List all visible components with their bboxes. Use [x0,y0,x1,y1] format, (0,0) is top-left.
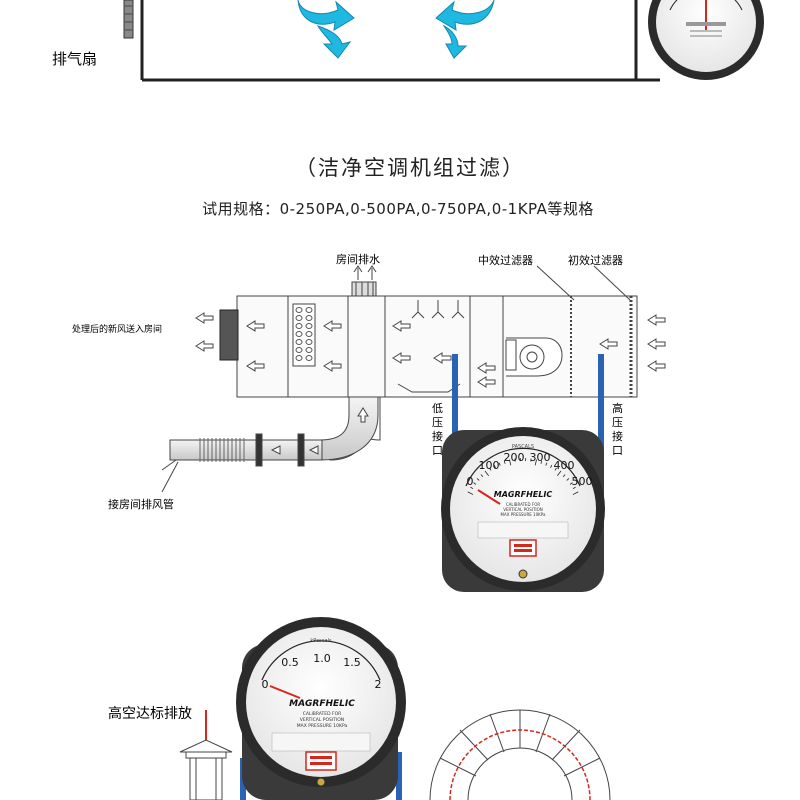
supply-to-room-label: 处理后的新风送入房间 [72,323,162,335]
main-gauge-tick-mark [569,482,573,485]
main-tick-500: 500 [572,475,593,488]
main-gauge-tick-mark [550,464,553,468]
coil-holes [295,307,313,361]
section-title: （洁净空调机组过滤） [295,156,525,180]
bottom-gauge-scale [261,640,381,681]
main-gauge-tick-mark [562,474,566,478]
main-tick-0: 0 [467,475,474,488]
main-gauge-brand: MAGRFHELIC [494,490,553,499]
main-gauge-tick-mark [545,462,548,466]
main-calib-line3: MAX PRESSURE 10KPa [501,512,546,517]
bottom-gauge-zero-screw [316,777,326,787]
main-calib-line1: CALIBRATED FOR [506,502,540,507]
main-tick-200: 200 [504,451,525,464]
main-gauge-tick-mark [572,486,576,490]
section-subtitle: 试用规格：0-250PA,0-500PA,0-750PA,0-1KPA等规格 [202,200,594,218]
main-gauge-tick-mark [534,459,537,466]
main-gauge-tick-mark [467,491,474,495]
svg-text:压: 压 [432,416,443,429]
medium-filter-label: 中效过滤器 [478,253,533,267]
bottom-gauge-units: kPascals [310,638,332,644]
bottom-tick-0-5: 0.5 [281,656,299,669]
high-pressure-tube [598,354,604,478]
bottom-tick-1-5: 1.5 [343,656,361,669]
stack-label: 高空达标排放 [108,705,192,722]
svg-text:口: 口 [432,444,443,457]
main-gauge-tick-mark [493,464,496,468]
main-gauge-tick-mark [554,467,557,471]
top-room-diagram: 排气扇 [52,0,764,82]
main-gauge-tick-mark [484,470,489,476]
main-gauge-scale [465,447,581,487]
svg-text:接: 接 [612,430,623,443]
low-port-label: 低 压 接 口 [432,402,443,457]
main-gauge-zero-screw [518,569,528,579]
main-gauge-plate [477,521,569,539]
main-gauge-tick-mark [476,478,480,481]
main-tick-300: 300 [530,451,551,464]
bottom-calib-line1: CALIBRATED FOR [303,711,342,717]
main-gauge-tick-mark [489,467,492,471]
svg-text:压: 压 [612,416,623,429]
main-calib-line2: VERTICAL POSITION [503,507,542,512]
bottom-calib-line3: MAX PRESSURE 10KPa [297,723,348,729]
exhaust-fan [123,0,134,39]
top-gauge [648,0,764,80]
supply-damper [219,309,239,361]
drain-chimney [351,281,377,297]
main-gauge-tick-mark [480,474,484,478]
svg-text:高: 高 [612,401,623,415]
main-gauge-tick-mark [503,460,506,464]
main-gauge-tick-mark [572,491,579,495]
main-gauge-tick-mark [498,462,501,466]
main-gauge-needle [477,489,501,505]
primary-filter-label: 初效过滤器 [568,253,623,267]
bottom-tick-0: 0 [262,678,269,691]
main-gauge-tick-mark [566,478,570,481]
main-gauge-tick-mark [473,482,477,485]
main-tick-100: 100 [479,459,500,472]
bottom-gauge-label-box [305,751,337,771]
svg-text:接: 接 [432,430,443,443]
high-port-label: 高 压 接 口 [612,401,623,457]
bottom-calib-line2: VERTICAL POSITION [300,717,344,723]
airflow-arrow-right [435,0,495,59]
ahu-flow-arrows [195,312,666,388]
bottom-tick-2: 2 [375,678,382,691]
main-tick-400: 400 [554,459,575,472]
bottom-tick-1-0: 1.0 [313,652,331,665]
main-gauge-tick-mark [509,459,512,466]
svg-text:低: 低 [432,402,443,415]
exhaust-duct [161,396,381,471]
main-gauge-label-box [509,539,537,557]
main-gauge-units: PASCALS [512,444,534,450]
bottom-gauge-brand: MAGRFHELIC [289,699,355,709]
low-pressure-tube [452,354,458,478]
airflow-arrow-left [297,0,355,59]
bottom-gauge-plate [271,732,371,752]
main-gauge-tick-mark [557,470,562,476]
exhaust-fan-label: 排气扇 [52,50,97,68]
exhaust-stack [179,739,233,800]
room-drain-label: 房间排水 [336,252,380,266]
svg-text:口: 口 [612,444,623,457]
bottom-gauge-needle [269,685,301,699]
leader-lines [161,265,631,493]
room-exhaust-duct-label: 接房间排风管 [108,497,174,511]
ahu-diagram [219,265,638,398]
bottom-gauge: kPascals 0 0.5 1.0 1.5 2 MAGRFHELIC CALI… [236,617,406,800]
main-gauge: PASCALS 0 100 200 300 400 500 MAGRFHELIC… [441,427,605,592]
segmented-elbow [429,709,611,800]
sprayers [411,300,465,319]
main-gauge-tick-mark [540,460,543,464]
pressure-tubes [452,354,604,478]
main-gauge-tick-mark [470,486,474,490]
